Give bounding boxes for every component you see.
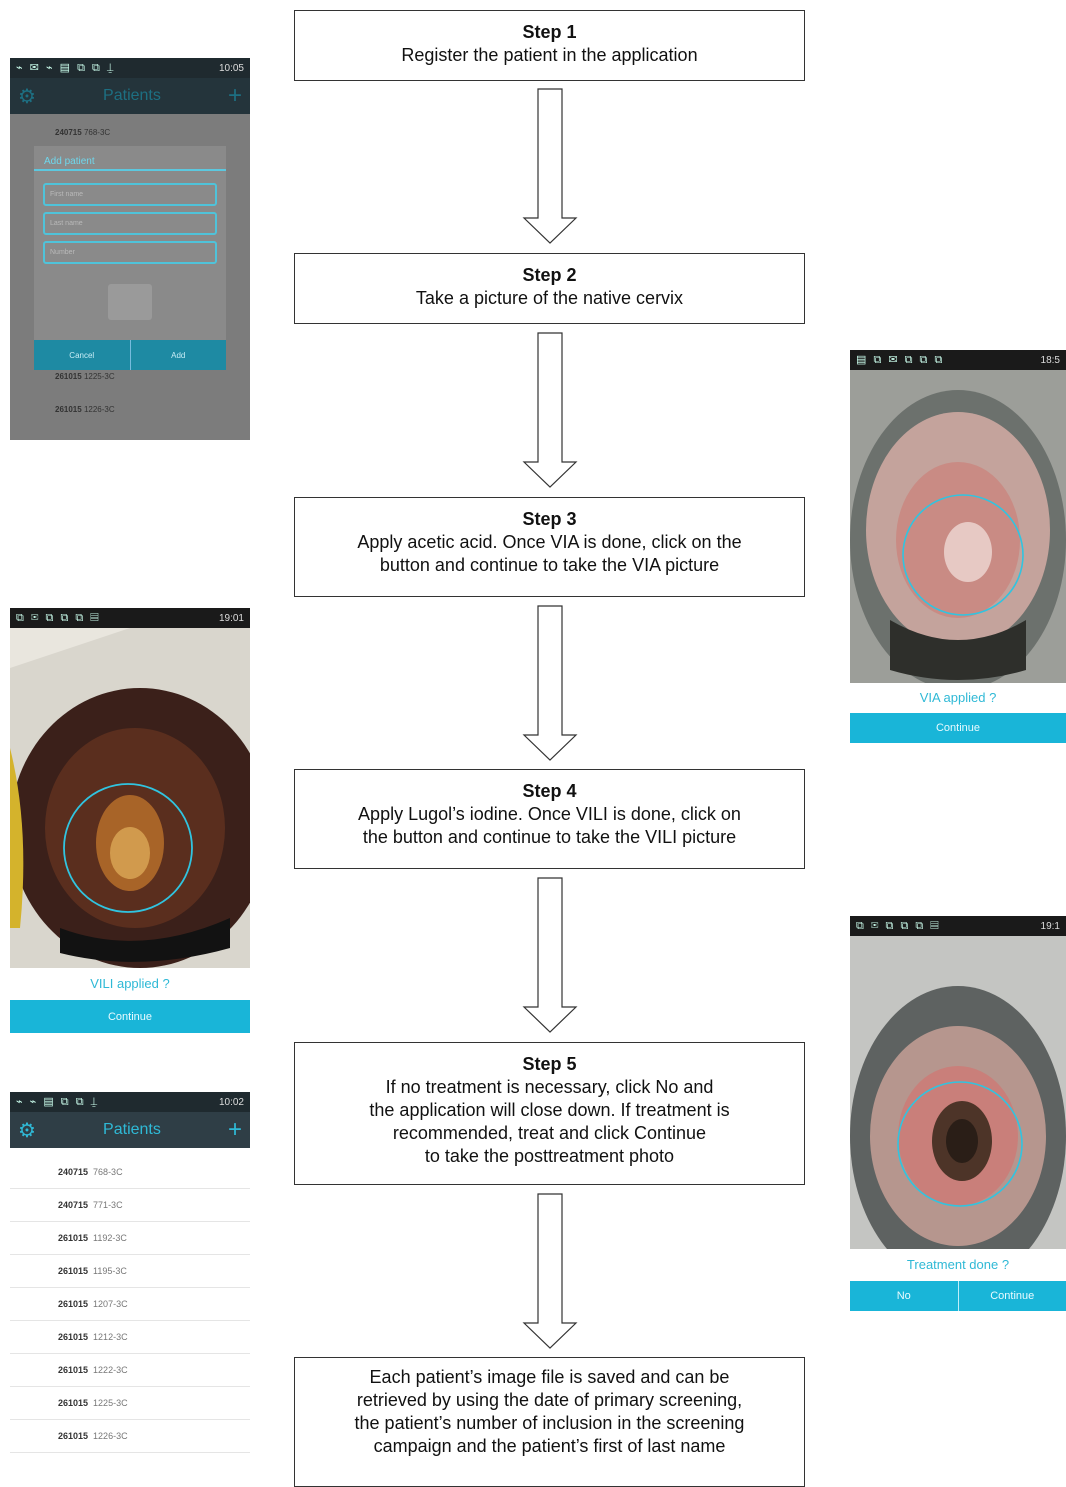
cervix-photo-via: [850, 370, 1066, 683]
step-2-box: Step 2 Take a picture of the native cerv…: [294, 253, 805, 324]
add-patient-dialog: Add patient First name Last name Number …: [34, 146, 226, 370]
notification-icons: ⧉ ✉ ⧉ ⧉ ⧉ ▤: [16, 612, 101, 625]
vili-question: VILI applied ?: [10, 968, 250, 1000]
notification-icons: ⌁ ✉ ⌁ ▤ ⧉ ⧉ ⍊: [16, 61, 116, 75]
status-time: 10:02: [219, 1097, 244, 1108]
status-bar: ⌁ ✉ ⌁ ▤ ⧉ ⧉ ⍊ 10:05: [10, 58, 250, 78]
step-text: If no treatment is necessary, click No a…: [295, 1076, 804, 1168]
step-text: Take a picture of the native cervix: [295, 287, 804, 310]
status-bar: ⌁ ⌁ ▤ ⧉ ⧉ ⍊ 10:02: [10, 1092, 250, 1112]
final-box: Each patient’s image file is saved and c…: [294, 1357, 805, 1487]
step-3-box: Step 3 Apply acetic acid. Once VIA is do…: [294, 497, 805, 597]
treatment-question: Treatment done ?: [850, 1249, 1066, 1281]
notification-icons: ▤ ⧉ ✉ ⧉ ⧉ ⧉: [856, 353, 944, 367]
screenshot-add-patient: ⌁ ✉ ⌁ ▤ ⧉ ⧉ ⍊ 10:05 ⚙ Patients + 240715 …: [10, 58, 250, 440]
step-1-box: Step 1 Register the patient in the appli…: [294, 10, 805, 81]
step-text: Apply Lugol’s iodine. Once VILI is done,…: [295, 803, 804, 849]
bg-row: 240715 768-3C: [55, 128, 110, 137]
continue-button[interactable]: Continue: [10, 1000, 250, 1033]
add-button[interactable]: Add: [131, 340, 227, 370]
continue-button[interactable]: Continue: [959, 1281, 1066, 1311]
status-bar: ⧉ ✉ ⧉ ⧉ ⧉ ▤ 19:1: [850, 916, 1066, 936]
cervix-photo-treatment: [850, 936, 1066, 1249]
dialog-title: Add patient: [34, 146, 226, 171]
settings-icon[interactable]: ⚙: [18, 84, 36, 109]
step-title: Step 4: [295, 780, 804, 803]
step-title: Step 2: [295, 264, 804, 287]
screenshot-treatment: ⧉ ✉ ⧉ ⧉ ⧉ ▤ 19:1 Treatment done ? No Con…: [850, 916, 1066, 1311]
app-title: Patients: [103, 1121, 161, 1139]
continue-button[interactable]: Continue: [850, 713, 1066, 743]
screenshot-vili: ⧉ ✉ ⧉ ⧉ ⧉ ▤ 19:01 VILI applied ? Continu…: [10, 608, 250, 1033]
cervix-photo-vili: [10, 628, 250, 968]
status-time: 19:01: [219, 613, 244, 624]
app-bar: ⚙ Patients +: [10, 78, 250, 114]
settings-icon[interactable]: ⚙: [18, 1118, 36, 1143]
number-field[interactable]: Number: [43, 241, 217, 264]
notification-icons: ⧉ ✉ ⧉ ⧉ ⧉ ▤: [856, 920, 941, 933]
down-arrow-4: [522, 877, 578, 1034]
status-time: 10:05: [219, 63, 244, 74]
step-5-box: Step 5 If no treatment is necessary, cli…: [294, 1042, 805, 1185]
step-text: Apply acetic acid. Once VIA is done, cli…: [295, 531, 804, 577]
step-title: Step 3: [295, 508, 804, 531]
dialog-buttons: Cancel Add: [34, 340, 226, 370]
app-bar: ⚙ Patients +: [10, 1112, 250, 1148]
no-button[interactable]: No: [850, 1281, 959, 1311]
bg-row: 261015 1225-3C: [55, 372, 115, 381]
down-arrow-3: [522, 605, 578, 762]
status-bar: ▤ ⧉ ✉ ⧉ ⧉ ⧉ 18:5: [850, 350, 1066, 370]
first-name-field[interactable]: First name: [43, 183, 217, 206]
status-time: 18:5: [1041, 355, 1060, 366]
down-arrow-2: [522, 332, 578, 489]
add-icon[interactable]: +: [228, 1116, 242, 1144]
app-title: Patients: [103, 87, 161, 105]
down-arrow-1: [522, 88, 578, 245]
last-name-field[interactable]: Last name: [43, 212, 217, 235]
via-question: VIA applied ?: [850, 683, 1066, 713]
camera-placeholder-icon: [108, 284, 152, 320]
bg-row: 261015 1226-3C: [55, 405, 115, 414]
down-arrow-5: [522, 1193, 578, 1350]
step-title: Step 5: [295, 1053, 804, 1076]
status-bar: ⧉ ✉ ⧉ ⧉ ⧉ ▤ 19:01: [10, 608, 250, 628]
notification-icons: ⌁ ⌁ ▤ ⧉ ⧉ ⍊: [16, 1095, 99, 1109]
status-time: 19:1: [1041, 921, 1060, 932]
cancel-button[interactable]: Cancel: [34, 340, 131, 370]
final-text: Each patient’s image file is saved and c…: [295, 1366, 804, 1458]
step-4-box: Step 4 Apply Lugol’s iodine. Once VILI i…: [294, 769, 805, 869]
add-icon[interactable]: +: [228, 82, 242, 110]
treatment-buttons: No Continue: [850, 1281, 1066, 1311]
step-title: Step 1: [295, 21, 804, 44]
step-text: Register the patient in the application: [295, 44, 804, 67]
screenshot-via: ▤ ⧉ ✉ ⧉ ⧉ ⧉ 18:5 VIA applied ? Continue: [850, 350, 1066, 744]
